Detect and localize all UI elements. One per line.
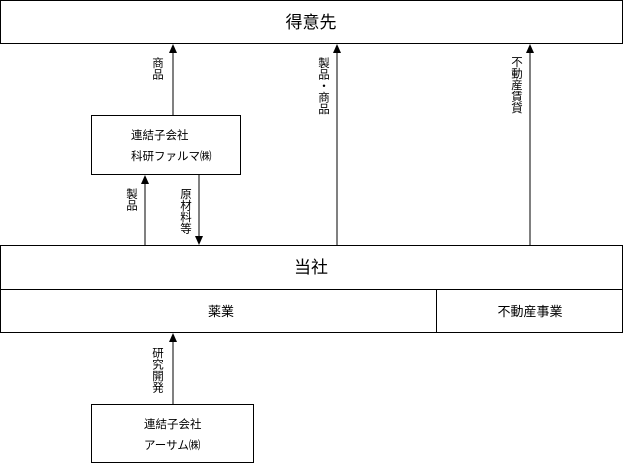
label-earthum-to-pharma: 研究開発	[151, 347, 165, 394]
label-kaken-to-company: 原材料等	[179, 188, 193, 234]
subsidiary-kaken-line2: 科研ファルマ㈱	[131, 149, 212, 163]
label-realestate-to-customer: 不動産賃貸	[510, 56, 524, 114]
subsidiary-kaken-line1: 連結子会社	[131, 128, 189, 142]
subsidiary-earthum-line1: 連結子会社	[144, 417, 202, 431]
subsidiary-earthum-line2: アーサム㈱	[144, 438, 201, 452]
realestate-segment-node: 不動産事業	[436, 289, 623, 333]
label-company-to-kaken: 製品	[125, 187, 139, 211]
arrow-company-to-customer	[333, 44, 341, 245]
subsidiary-kaken-node: 連結子会社 科研ファルマ㈱	[91, 115, 241, 175]
pharma-segment-label: 薬業	[208, 304, 234, 320]
label-kaken-to-customer: 商品	[151, 56, 165, 80]
label-company-to-customer: 製品・商品	[317, 56, 331, 114]
arrow-kaken-to-company	[195, 175, 203, 245]
arrow-realestate-to-customer	[526, 44, 534, 245]
realestate-segment-label: 不動産事業	[497, 304, 562, 320]
arrow-earthum-to-pharma	[169, 333, 177, 404]
company-label: 当社	[294, 258, 328, 278]
pharma-segment-node: 薬業	[0, 289, 437, 333]
subsidiary-earthum-node: 連結子会社 アーサム㈱	[91, 404, 254, 463]
arrow-kaken-to-customer	[169, 44, 177, 115]
customer-node: 得意先	[0, 0, 623, 44]
company-node: 当社	[0, 245, 623, 290]
arrow-company-to-kaken	[141, 175, 149, 245]
customer-label: 得意先	[286, 13, 337, 33]
